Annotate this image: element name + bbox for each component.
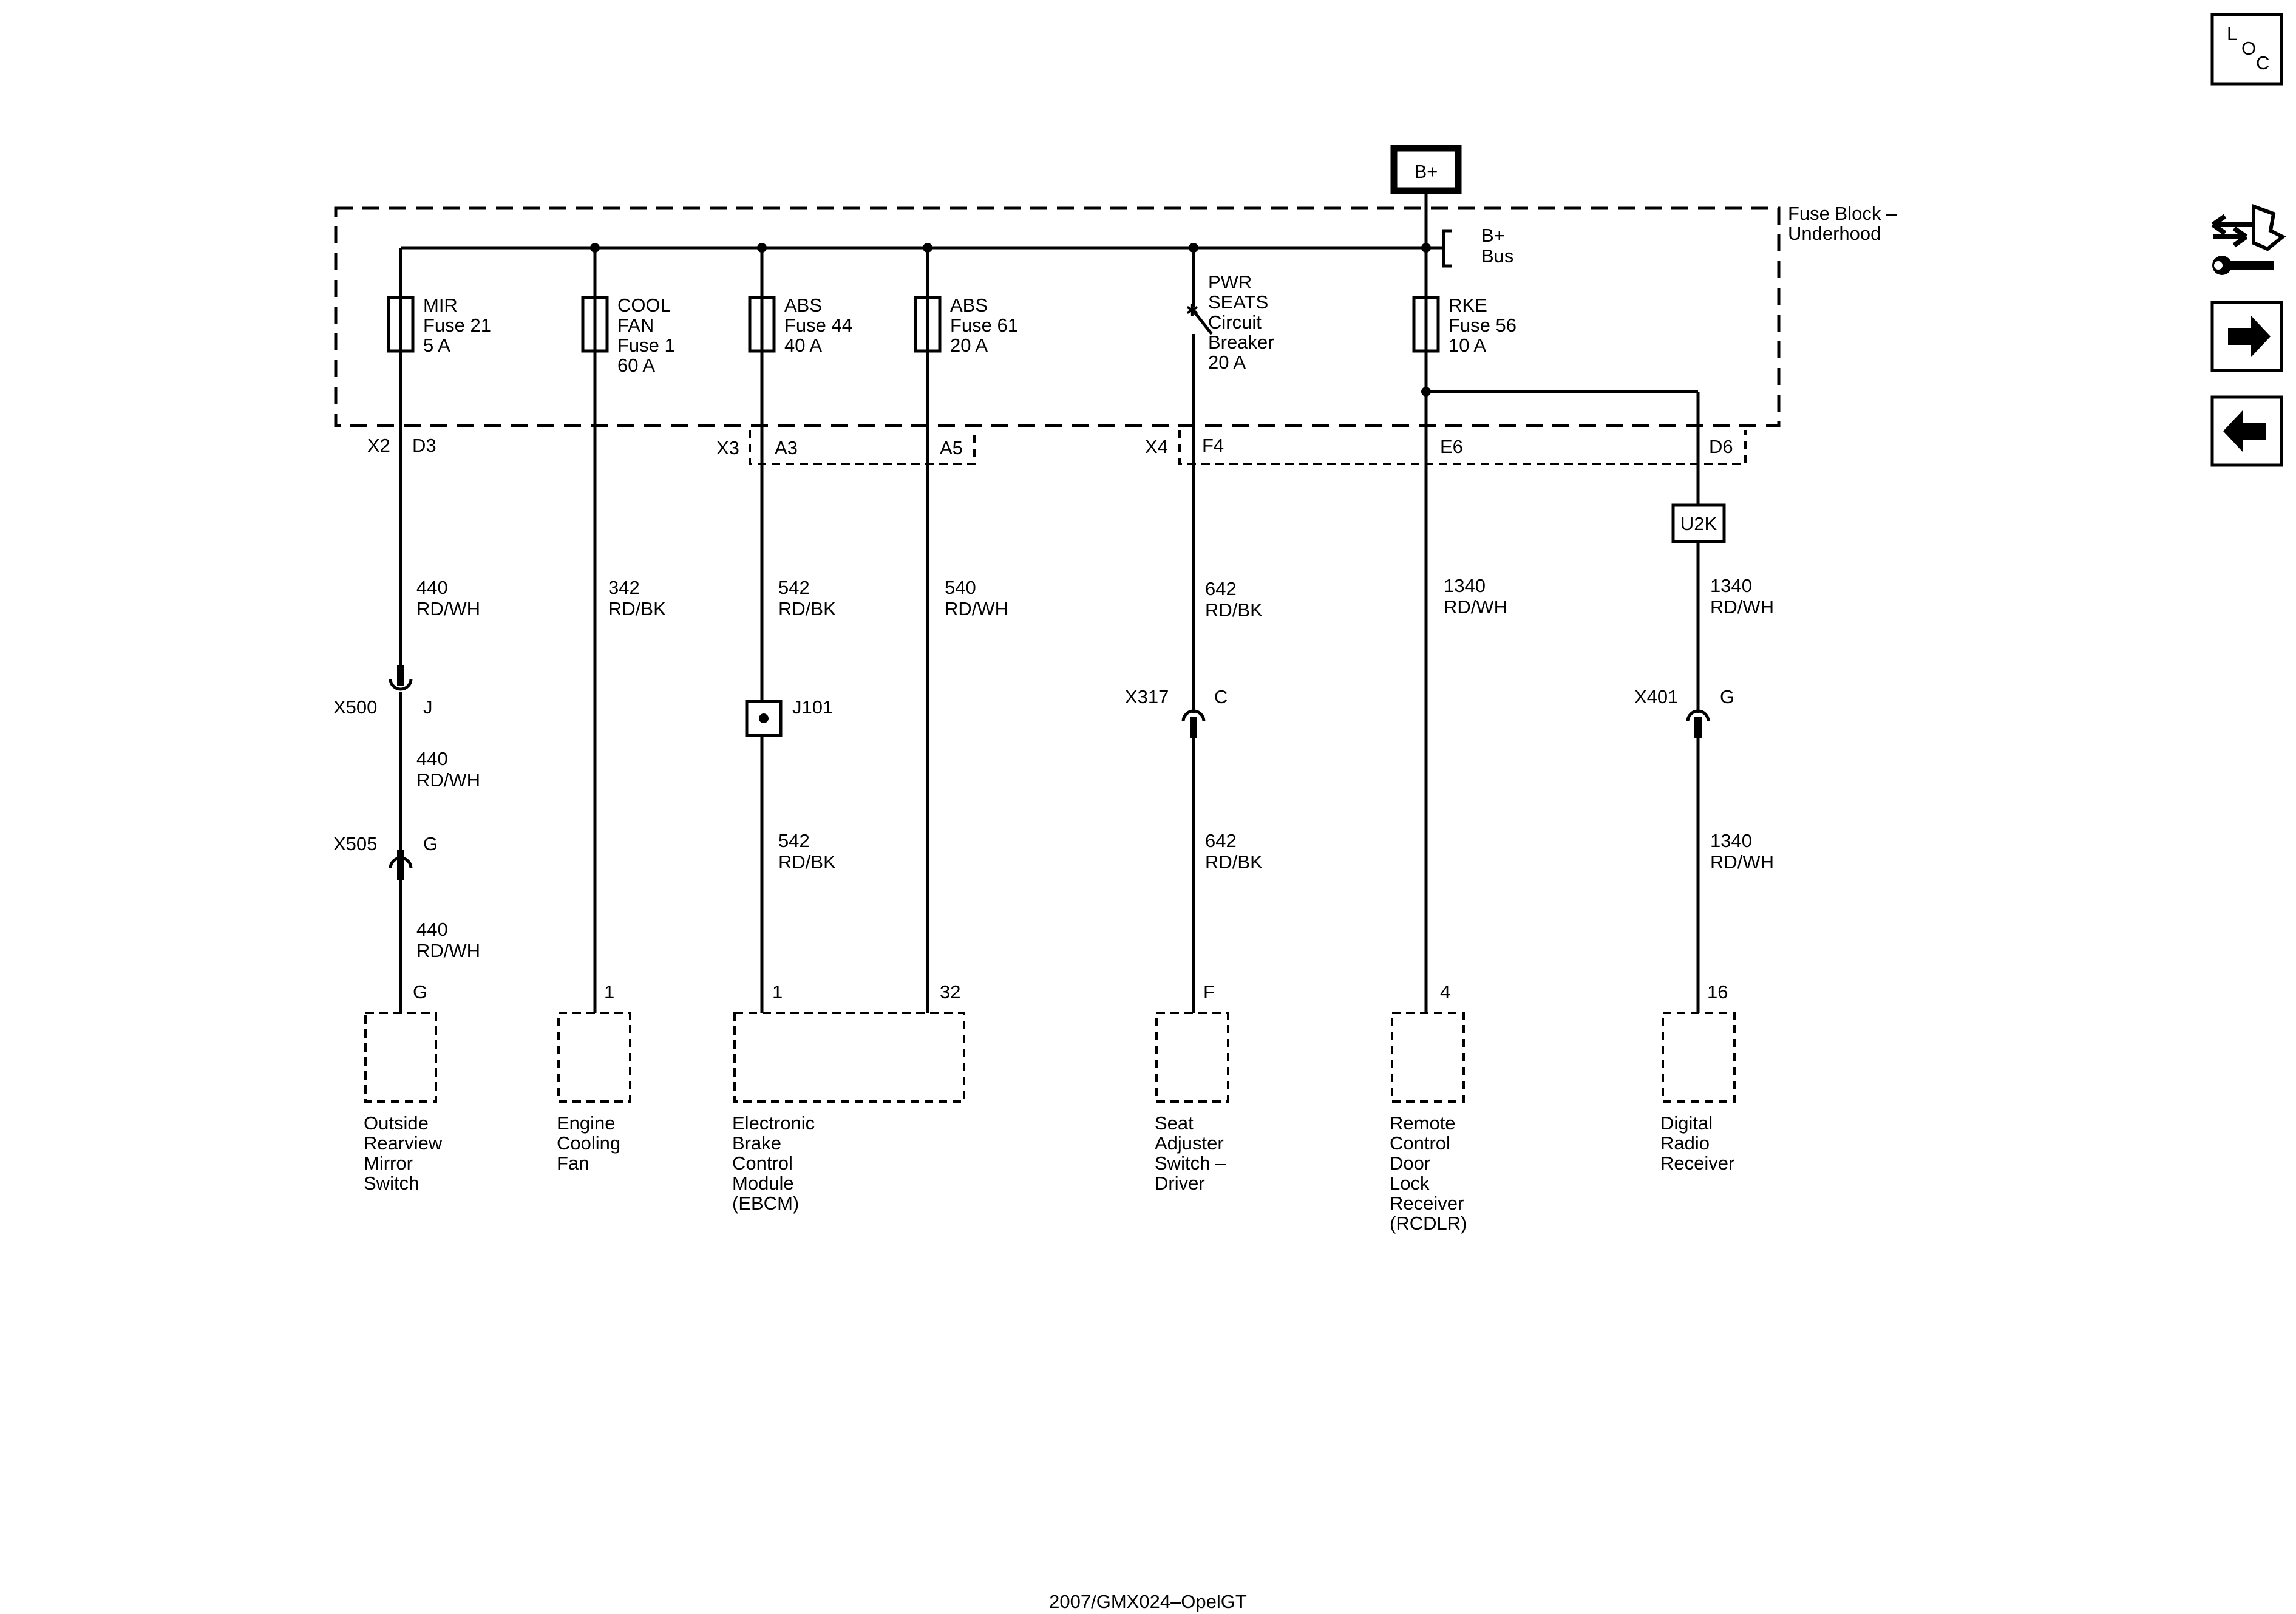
u2k-label: U2K <box>1680 513 1717 534</box>
x505-label: X505 <box>333 833 377 854</box>
digital-radio-receiver <box>1662 1012 1736 1103</box>
fuse-block-outline <box>334 206 1781 427</box>
footer-code: 2007/GMX024–OpelGT <box>1049 1591 1247 1612</box>
svg-text:L: L <box>2227 23 2237 44</box>
seat-adjuster-switch-driver <box>1155 1012 1229 1103</box>
svg-text:✱: ✱ <box>1186 301 1199 319</box>
f4-label: F4 <box>1202 435 1224 456</box>
x401-connector-symbol <box>1686 709 1710 722</box>
svg-text:F: F <box>1203 981 1215 1003</box>
fuse-block-label: Fuse Block –Underhood <box>1788 203 1897 244</box>
x3-label: X3 <box>716 437 739 458</box>
svg-text:C: C <box>1214 686 1228 707</box>
connector-wrench-icon[interactable] <box>2211 203 2286 275</box>
d3-label: D3 <box>412 435 436 456</box>
x4-label: X4 <box>1145 436 1168 457</box>
engine-cooling-fan <box>557 1012 631 1103</box>
x500-label: X500 <box>333 696 377 718</box>
x500-connector-symbol <box>389 678 413 691</box>
j101-label: J101 <box>792 696 833 718</box>
svg-text:16: 16 <box>1707 981 1728 1003</box>
arrow-right-icon[interactable] <box>2210 301 2283 372</box>
x505-connector-symbol <box>389 856 413 869</box>
d6-label: D6 <box>1709 436 1733 457</box>
svg-text:J: J <box>423 696 433 718</box>
electronic-brake-control-module <box>733 1012 965 1103</box>
x317-label: X317 <box>1125 686 1169 707</box>
x401-label: X401 <box>1634 686 1678 707</box>
svg-text:C: C <box>2256 52 2269 73</box>
x3-connector-outline <box>749 430 976 465</box>
bus-label: B+Bus <box>1481 225 1513 267</box>
svg-text:G: G <box>423 833 438 854</box>
svg-text:32: 32 <box>940 981 960 1003</box>
outside-rearview-mirror-switch <box>364 1012 437 1103</box>
svg-text:1: 1 <box>604 981 614 1003</box>
a5-label: A5 <box>940 437 963 458</box>
a3-label: A3 <box>775 437 798 458</box>
x2-label: X2 <box>367 435 390 456</box>
loc-icon[interactable]: L O C <box>2210 13 2283 86</box>
svg-text:4: 4 <box>1440 981 1450 1003</box>
svg-text:O: O <box>2241 38 2256 59</box>
svg-text:G: G <box>1720 686 1734 707</box>
e6-label: E6 <box>1440 436 1463 457</box>
x4-connector-outline <box>1178 430 1747 465</box>
remote-control-door-lock-receiver <box>1391 1012 1465 1103</box>
arrow-left-icon[interactable] <box>2210 395 2283 467</box>
svg-text:1: 1 <box>772 981 783 1003</box>
x317-connector-symbol <box>1181 709 1206 722</box>
svg-text:G: G <box>413 981 427 1003</box>
b-plus-source-label: B+ <box>1415 161 1438 182</box>
